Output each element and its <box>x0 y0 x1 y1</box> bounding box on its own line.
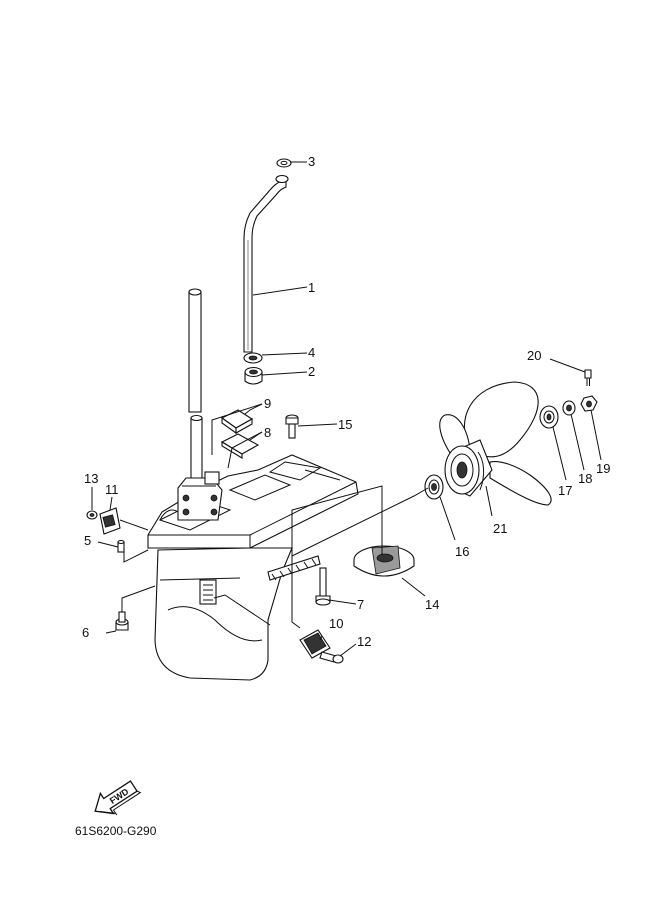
callout-10: 10 <box>329 616 343 631</box>
callout-5: 5 <box>84 533 91 548</box>
callout-2: 2 <box>308 364 315 379</box>
callout-1: 1 <box>308 280 315 295</box>
callout-13: 13 <box>84 471 98 486</box>
part-16-washer <box>424 474 444 500</box>
callout-labels: 3 1 4 2 9 8 15 20 13 11 5 6 7 10 12 14 1… <box>82 154 610 649</box>
part-5-dowel <box>117 539 125 553</box>
callout-3: 3 <box>308 154 315 169</box>
drive-shaft <box>188 288 203 491</box>
callout-17: 17 <box>558 483 572 498</box>
leader-lines <box>91 161 602 657</box>
part-7-bolt <box>315 567 331 606</box>
callout-20: 20 <box>527 348 541 363</box>
part-8-damper <box>220 433 260 459</box>
part-20-cotter-pin <box>584 369 592 386</box>
callout-15: 15 <box>338 417 352 432</box>
callout-8: 8 <box>264 425 271 440</box>
part-6-bolt <box>115 611 129 631</box>
part-19-nut <box>580 395 598 412</box>
callout-6: 6 <box>82 625 89 640</box>
part-9-rubber-seal <box>220 409 254 435</box>
part-21-propeller <box>439 381 552 506</box>
part-4-grommet <box>243 352 263 364</box>
part-2-seal <box>244 366 263 385</box>
callout-14: 14 <box>425 597 439 612</box>
callout-7: 7 <box>357 597 364 612</box>
callout-12: 12 <box>357 634 371 649</box>
part-12-screw <box>319 651 344 664</box>
part-13-nut <box>86 510 98 520</box>
part-1-water-tube <box>243 174 289 353</box>
lower-casing <box>147 454 359 681</box>
callout-19: 19 <box>596 461 610 476</box>
part-17-spacer <box>539 405 559 429</box>
callout-16: 16 <box>455 544 469 559</box>
fwd-arrow-icon: FWD <box>94 780 142 816</box>
callout-18: 18 <box>578 471 592 486</box>
callout-21: 21 <box>493 521 507 536</box>
callout-9: 9 <box>264 396 271 411</box>
part-10-trim-tab <box>299 629 331 659</box>
part-3-o-ring <box>276 158 292 168</box>
diagram-code: 61S6200-G290 <box>75 824 157 838</box>
part-15-bolt <box>285 414 299 439</box>
part-18-washer <box>562 400 576 416</box>
part-11-anode <box>99 507 121 535</box>
callout-11: 11 <box>105 482 119 497</box>
part-14-thrust-washer <box>353 545 415 577</box>
callout-4: 4 <box>308 345 315 360</box>
